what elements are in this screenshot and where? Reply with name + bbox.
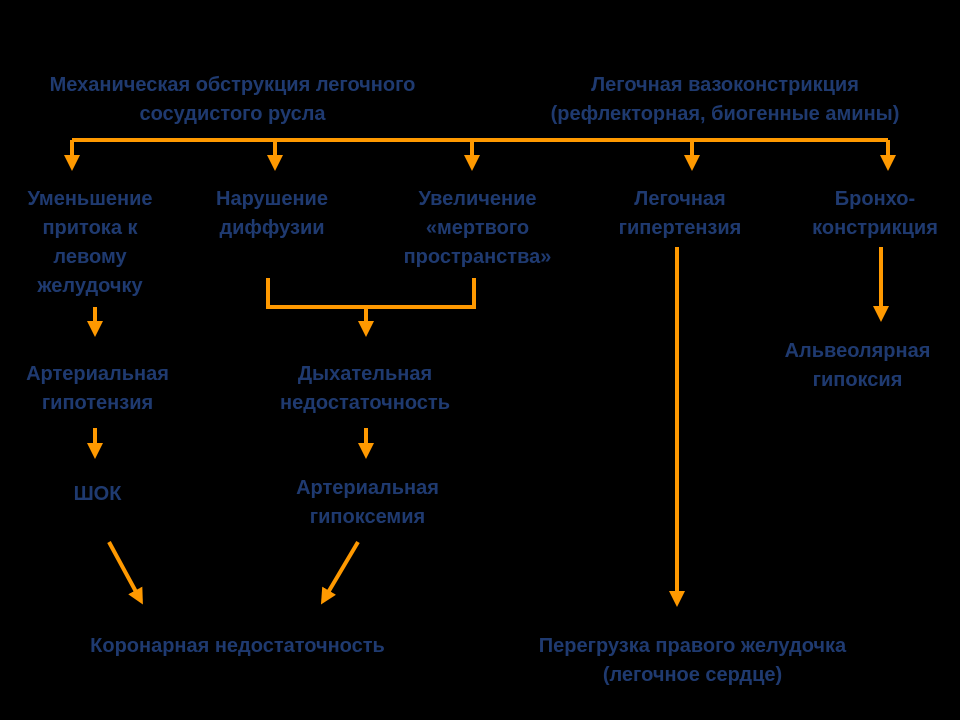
- arrow-hypoxemia-to-coronary: [320, 540, 360, 605]
- node-pulmonary-hypertension: Легочная гипертензия: [618, 188, 742, 239]
- bracket-diffusion-deadspace: [266, 278, 476, 309]
- node-arterial-hypoxemia: Артериальная гипоксемия: [296, 477, 439, 528]
- node-pulmonary-vasoconstriction: Легочная вазоконстрикция (рефлекторная, …: [550, 74, 900, 125]
- node-shock: ШОК: [73, 483, 122, 505]
- node-diffusion-disorder: Нарушение диффузии: [216, 188, 328, 239]
- node-dead-space-increase: Увеличение «мертвого пространства»: [403, 188, 552, 268]
- node-respiratory-failure: Дыхательная недостаточность: [280, 363, 450, 414]
- node-arterial-hypotension: Артериальная гипотензия: [26, 363, 169, 414]
- node-mechanical-obstruction: Механическая обструкция легочного сосуди…: [49, 74, 416, 125]
- node-alveolar-hypoxia: Альвеолярная гипоксия: [784, 340, 931, 391]
- arrow-shock-to-coronary: [107, 541, 143, 605]
- node-right-ventricle-overload: Перегрузка правого желудочка (легочное с…: [538, 635, 847, 686]
- node-reduced-inflow: Уменьшение притока к левому желудочку: [27, 188, 153, 297]
- node-bronchoconstriction: Бронхо- констрикция: [812, 188, 938, 239]
- node-coronary-insufficiency: Коронарная недостаточность: [90, 635, 385, 657]
